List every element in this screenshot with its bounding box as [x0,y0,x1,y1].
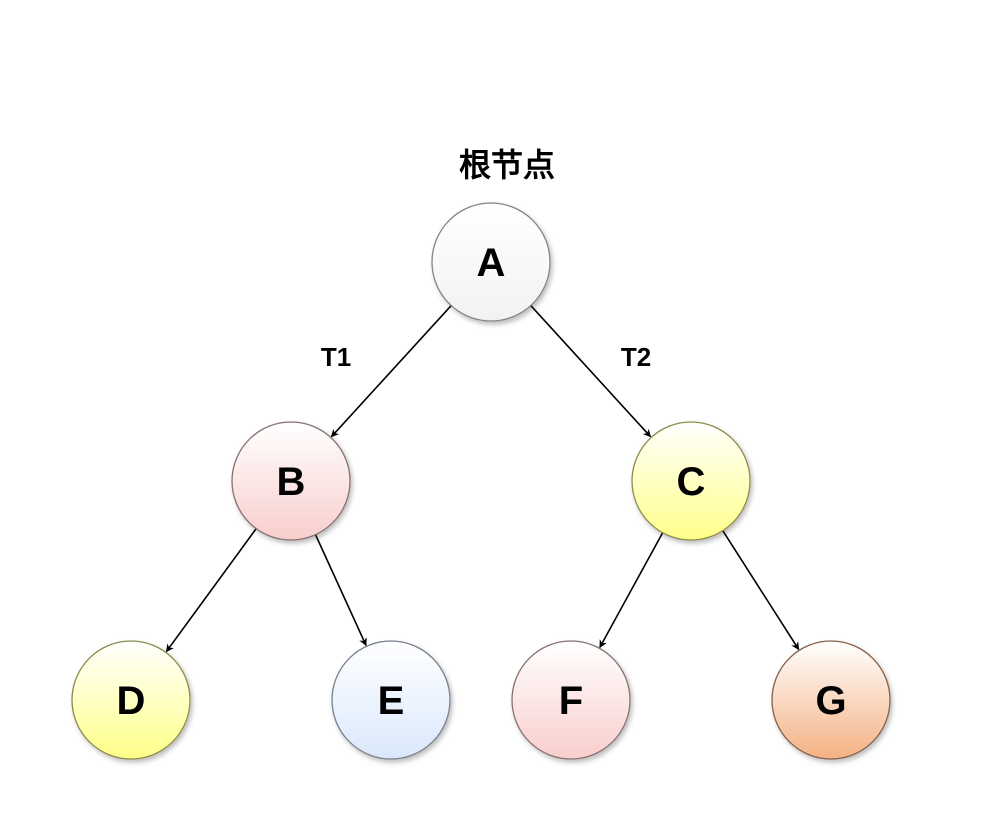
node-circle-d [71,640,191,760]
node-e: E [331,640,451,760]
edges [165,304,800,653]
node-label-d: D [117,679,146,723]
node-b: B [231,421,351,541]
node-circle-f [511,640,631,760]
node-label-b: B [277,460,306,504]
edge-label-t2: T2 [621,342,651,372]
node-label-g: G [815,679,846,723]
node-a: A [431,202,551,322]
node-circle-c [631,421,751,541]
edge-label-t1: T1 [321,342,351,372]
node-circle-e [331,640,451,760]
node-c: C [631,421,751,541]
node-label-e: E [378,679,405,723]
edge-b-e [314,533,367,647]
node-circle-g [771,640,891,760]
node-f: F [511,640,631,760]
root-node-caption: 根节点 [459,146,555,184]
node-label-f: F [559,679,583,723]
edge-c-g [721,529,800,651]
node-g: G [771,640,891,760]
node-circle-a [431,202,551,322]
edge-a-b [330,304,453,438]
edge-c-f [599,531,664,649]
node-label-a: A [477,241,506,285]
edge-b-d [165,527,258,653]
node-label-c: C [677,460,706,504]
node-d: D [71,640,191,760]
edge-a-c [529,304,652,438]
edge-labels: T1 T2 [321,342,651,372]
node-circle-b [231,421,351,541]
nodes: A B C D E F G [71,202,891,760]
